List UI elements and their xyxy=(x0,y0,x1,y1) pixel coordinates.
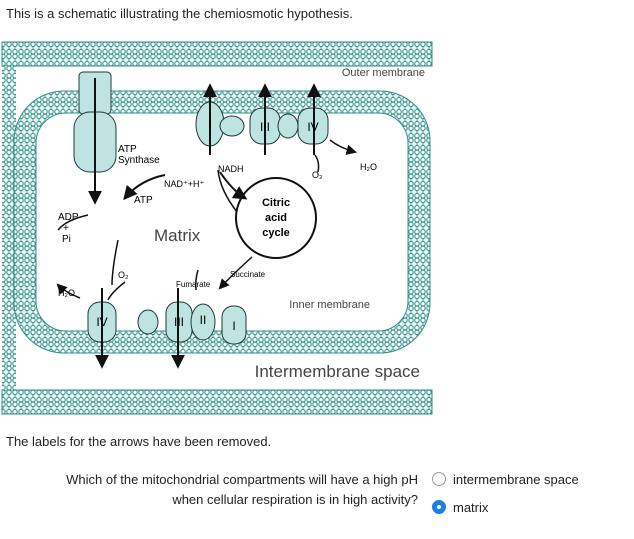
inner-membrane-label: Inner membrane xyxy=(289,299,370,311)
radio-intermembrane-space[interactable] xyxy=(432,472,446,486)
inner-membrane xyxy=(14,91,430,353)
complex-II-bottom-label: II xyxy=(200,313,207,327)
h2o-top-label: H₂O xyxy=(360,162,377,172)
complex-I-top-label: I xyxy=(208,117,211,131)
complex-III-bottom-label: III xyxy=(174,315,184,329)
complex-IV-bottom-label: IV xyxy=(96,315,107,329)
outer-membrane-bottom xyxy=(1,389,433,415)
complex-IV-bottom xyxy=(87,288,117,369)
fumarate-label: Fumarate xyxy=(176,280,211,289)
complex-III-bottom xyxy=(137,288,193,369)
intro-text: This is a schematic illustrating the che… xyxy=(6,6,353,21)
plus-label: + xyxy=(63,223,69,234)
question-line-1: Which of the mitochondrial compartments … xyxy=(66,472,418,487)
complex-II-bottom xyxy=(190,303,216,341)
complex-IV-top xyxy=(297,83,329,155)
complex-IV-top-label: IV xyxy=(307,120,318,134)
citric-label-2: acid xyxy=(265,212,287,224)
atp-synthase xyxy=(73,71,117,205)
answer-options: intermembrane space matrix xyxy=(432,469,579,525)
citric-label-1: Citric xyxy=(262,197,290,209)
citric-label-3: cycle xyxy=(262,227,290,239)
succinate-label: Succinate xyxy=(230,270,266,279)
question-text: Which of the mitochondrial compartments … xyxy=(20,470,418,510)
h2o-bottom-label: H₂O xyxy=(58,288,75,298)
caption-text: The labels for the arrows have been remo… xyxy=(6,434,272,449)
adp-label: ADP xyxy=(58,212,79,223)
option-matrix[interactable]: matrix xyxy=(432,497,579,517)
o2-bottom-label: O₂ xyxy=(118,270,129,280)
option-intermembrane-space[interactable]: intermembrane space xyxy=(432,469,579,489)
option-label: intermembrane space xyxy=(453,471,579,487)
citric-acid-cycle-circle xyxy=(235,177,317,259)
complex-I-bottom-label: I xyxy=(232,319,235,333)
complex-I-top xyxy=(195,83,245,155)
outer-membrane-top xyxy=(1,41,433,67)
option-label: matrix xyxy=(453,499,489,515)
outer-membrane-label: Outer membrane xyxy=(342,67,425,79)
o2-top-label: O₂ xyxy=(312,170,323,180)
complex-III-top xyxy=(249,83,299,155)
atp-synthase-label-2: Synthase xyxy=(118,155,160,166)
atp-label: ATP xyxy=(134,195,153,206)
matrix-label: Matrix xyxy=(154,226,201,245)
nadh-label: NADH xyxy=(218,164,244,174)
intermembrane-space-label: Intermembrane space xyxy=(255,362,420,381)
chemiosmosis-diagram: Outer membrane ATP Synthase ATP ADP + Pi… xyxy=(1,41,433,415)
atp-synthase-label-1: ATP xyxy=(118,144,137,155)
radio-matrix[interactable] xyxy=(432,500,446,514)
complex-I-bottom xyxy=(221,305,247,345)
outer-membrane-left xyxy=(2,66,16,390)
nad-plus-label: NAD⁺+H⁺ xyxy=(164,179,205,189)
complex-III-top-label: III xyxy=(260,120,270,134)
question-line-2: when cellular respiration is in high act… xyxy=(172,492,418,507)
pi-label: Pi xyxy=(62,234,71,245)
